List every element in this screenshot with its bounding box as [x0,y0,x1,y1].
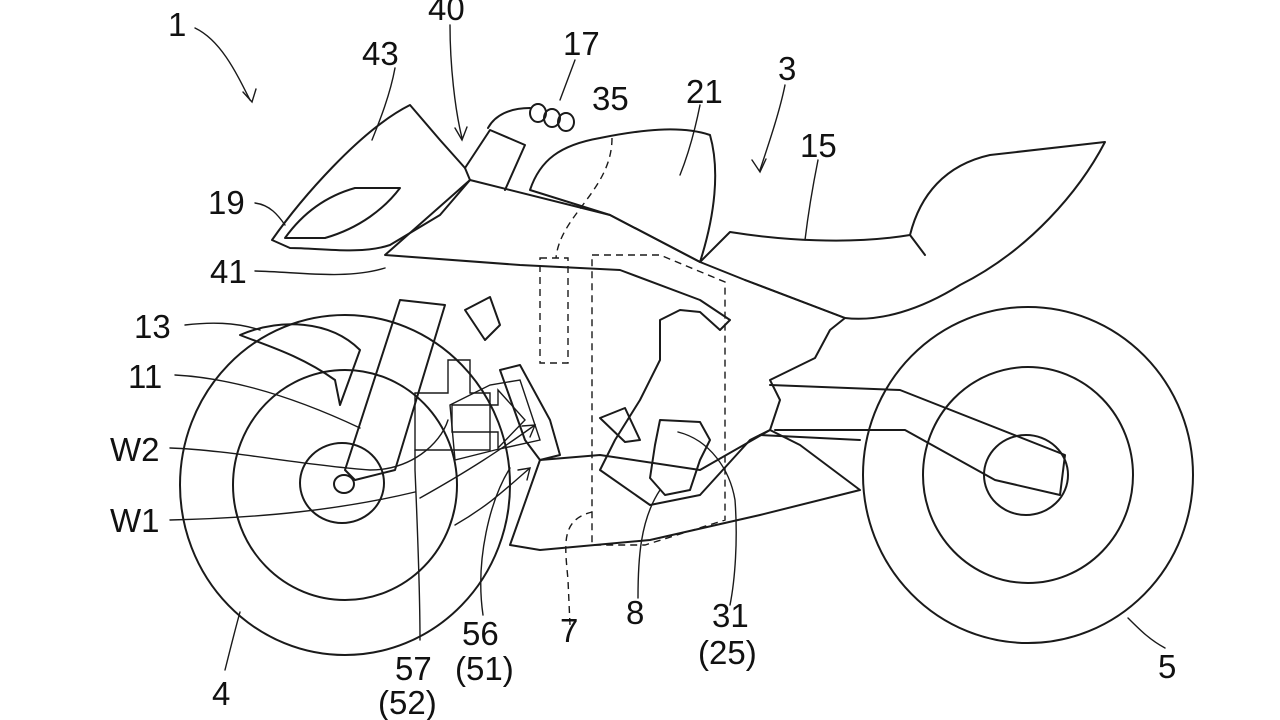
label-15: 15 [800,127,837,164]
handlebar-riser [464,129,526,191]
label-57: 57 [395,650,432,687]
air-duct-56 [449,379,541,461]
battery-leader [555,137,613,259]
label-4: 4 [212,675,230,712]
label-1: 1 [168,6,186,43]
fuel-tank [529,128,717,263]
reference-numerals: 1 40 43 17 35 21 3 15 19 41 13 11 W2 W1 … [110,0,1176,720]
label-W1: W1 [110,502,160,539]
label-35: 35 [592,80,629,117]
side-fairing [384,179,846,506]
label-19: 19 [208,184,245,221]
label-21: 21 [686,73,723,110]
side-vent-upper [464,296,501,341]
headlight [284,187,401,239]
label-7: 7 [560,612,578,649]
rear-wheel [862,306,1194,644]
side-vent-lower [599,407,641,443]
label-5: 5 [1158,648,1176,685]
label-43: 43 [362,35,399,72]
front-cowl [271,104,471,252]
label-3: 3 [778,50,796,87]
front-wheel [179,314,511,656]
air-duct-57 [414,359,491,451]
front-fork [333,299,446,494]
handlebar-grip [529,103,575,132]
handlebar [487,107,531,129]
label-13: 13 [134,308,171,345]
label-8: 8 [626,594,644,631]
airflow-w1 [454,467,531,526]
label-17: 17 [563,25,600,62]
leader-lines [169,24,1166,671]
lower-fairing [499,364,561,461]
tail-cowl [744,141,1106,320]
label-31: 31 [712,597,749,634]
battery-outline [539,257,569,364]
label-25: (25) [698,634,757,671]
chassis-line [759,434,861,441]
label-41: 41 [210,253,247,290]
frame-leader [565,511,593,626]
footrest-bracket [649,419,711,496]
label-11: 11 [128,358,162,395]
label-W2: W2 [110,431,160,468]
rider-seat [699,231,926,263]
belly-pan [509,429,861,551]
front-fender [239,323,361,406]
swingarm [769,384,1066,496]
label-51: (51) [455,650,514,687]
airflow-w2-head [521,424,537,438]
duct-arrow [451,388,526,450]
motor-unit-outline [591,254,726,546]
airflow-w2 [419,424,536,499]
label-40: 40 [428,0,465,27]
airflow-w1-head [517,467,531,481]
label-56: 56 [462,615,499,652]
label-52: (52) [378,684,437,720]
